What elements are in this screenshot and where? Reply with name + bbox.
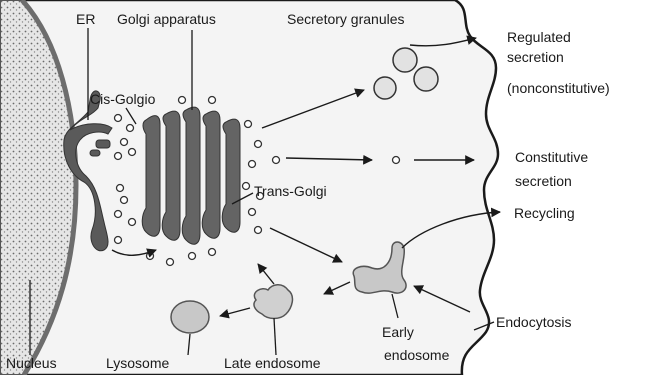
golgi-label: Golgi apparatus xyxy=(117,11,216,27)
regulated-label-3: (nonconstitutive) xyxy=(507,80,610,96)
constitutive-label-2: secretion xyxy=(515,173,572,189)
cis-golgi-label: Cis-Golgio xyxy=(90,91,156,107)
nucleus-label: Nucleus xyxy=(6,355,57,371)
constitutive-label-1: Constitutive xyxy=(515,149,588,165)
regulated-label-2: secretion xyxy=(507,49,564,65)
late-endosome-label: Late endosome xyxy=(224,355,321,371)
late-endosome xyxy=(254,285,292,319)
er-label: ER xyxy=(76,11,95,27)
early-endosome-label-2: endosome xyxy=(384,347,450,363)
regulated-label-1: Regulated xyxy=(507,29,571,45)
recycling-label: Recycling xyxy=(514,205,575,221)
lysosome-label: Lysosome xyxy=(106,355,170,371)
lysosome xyxy=(171,301,209,333)
endocytosis-label: Endocytosis xyxy=(496,314,571,330)
early-endosome-label-1: Early xyxy=(382,324,414,340)
granules-label: Secretory granules xyxy=(287,11,405,27)
trans-golgi-label: Trans-Golgi xyxy=(254,183,327,199)
